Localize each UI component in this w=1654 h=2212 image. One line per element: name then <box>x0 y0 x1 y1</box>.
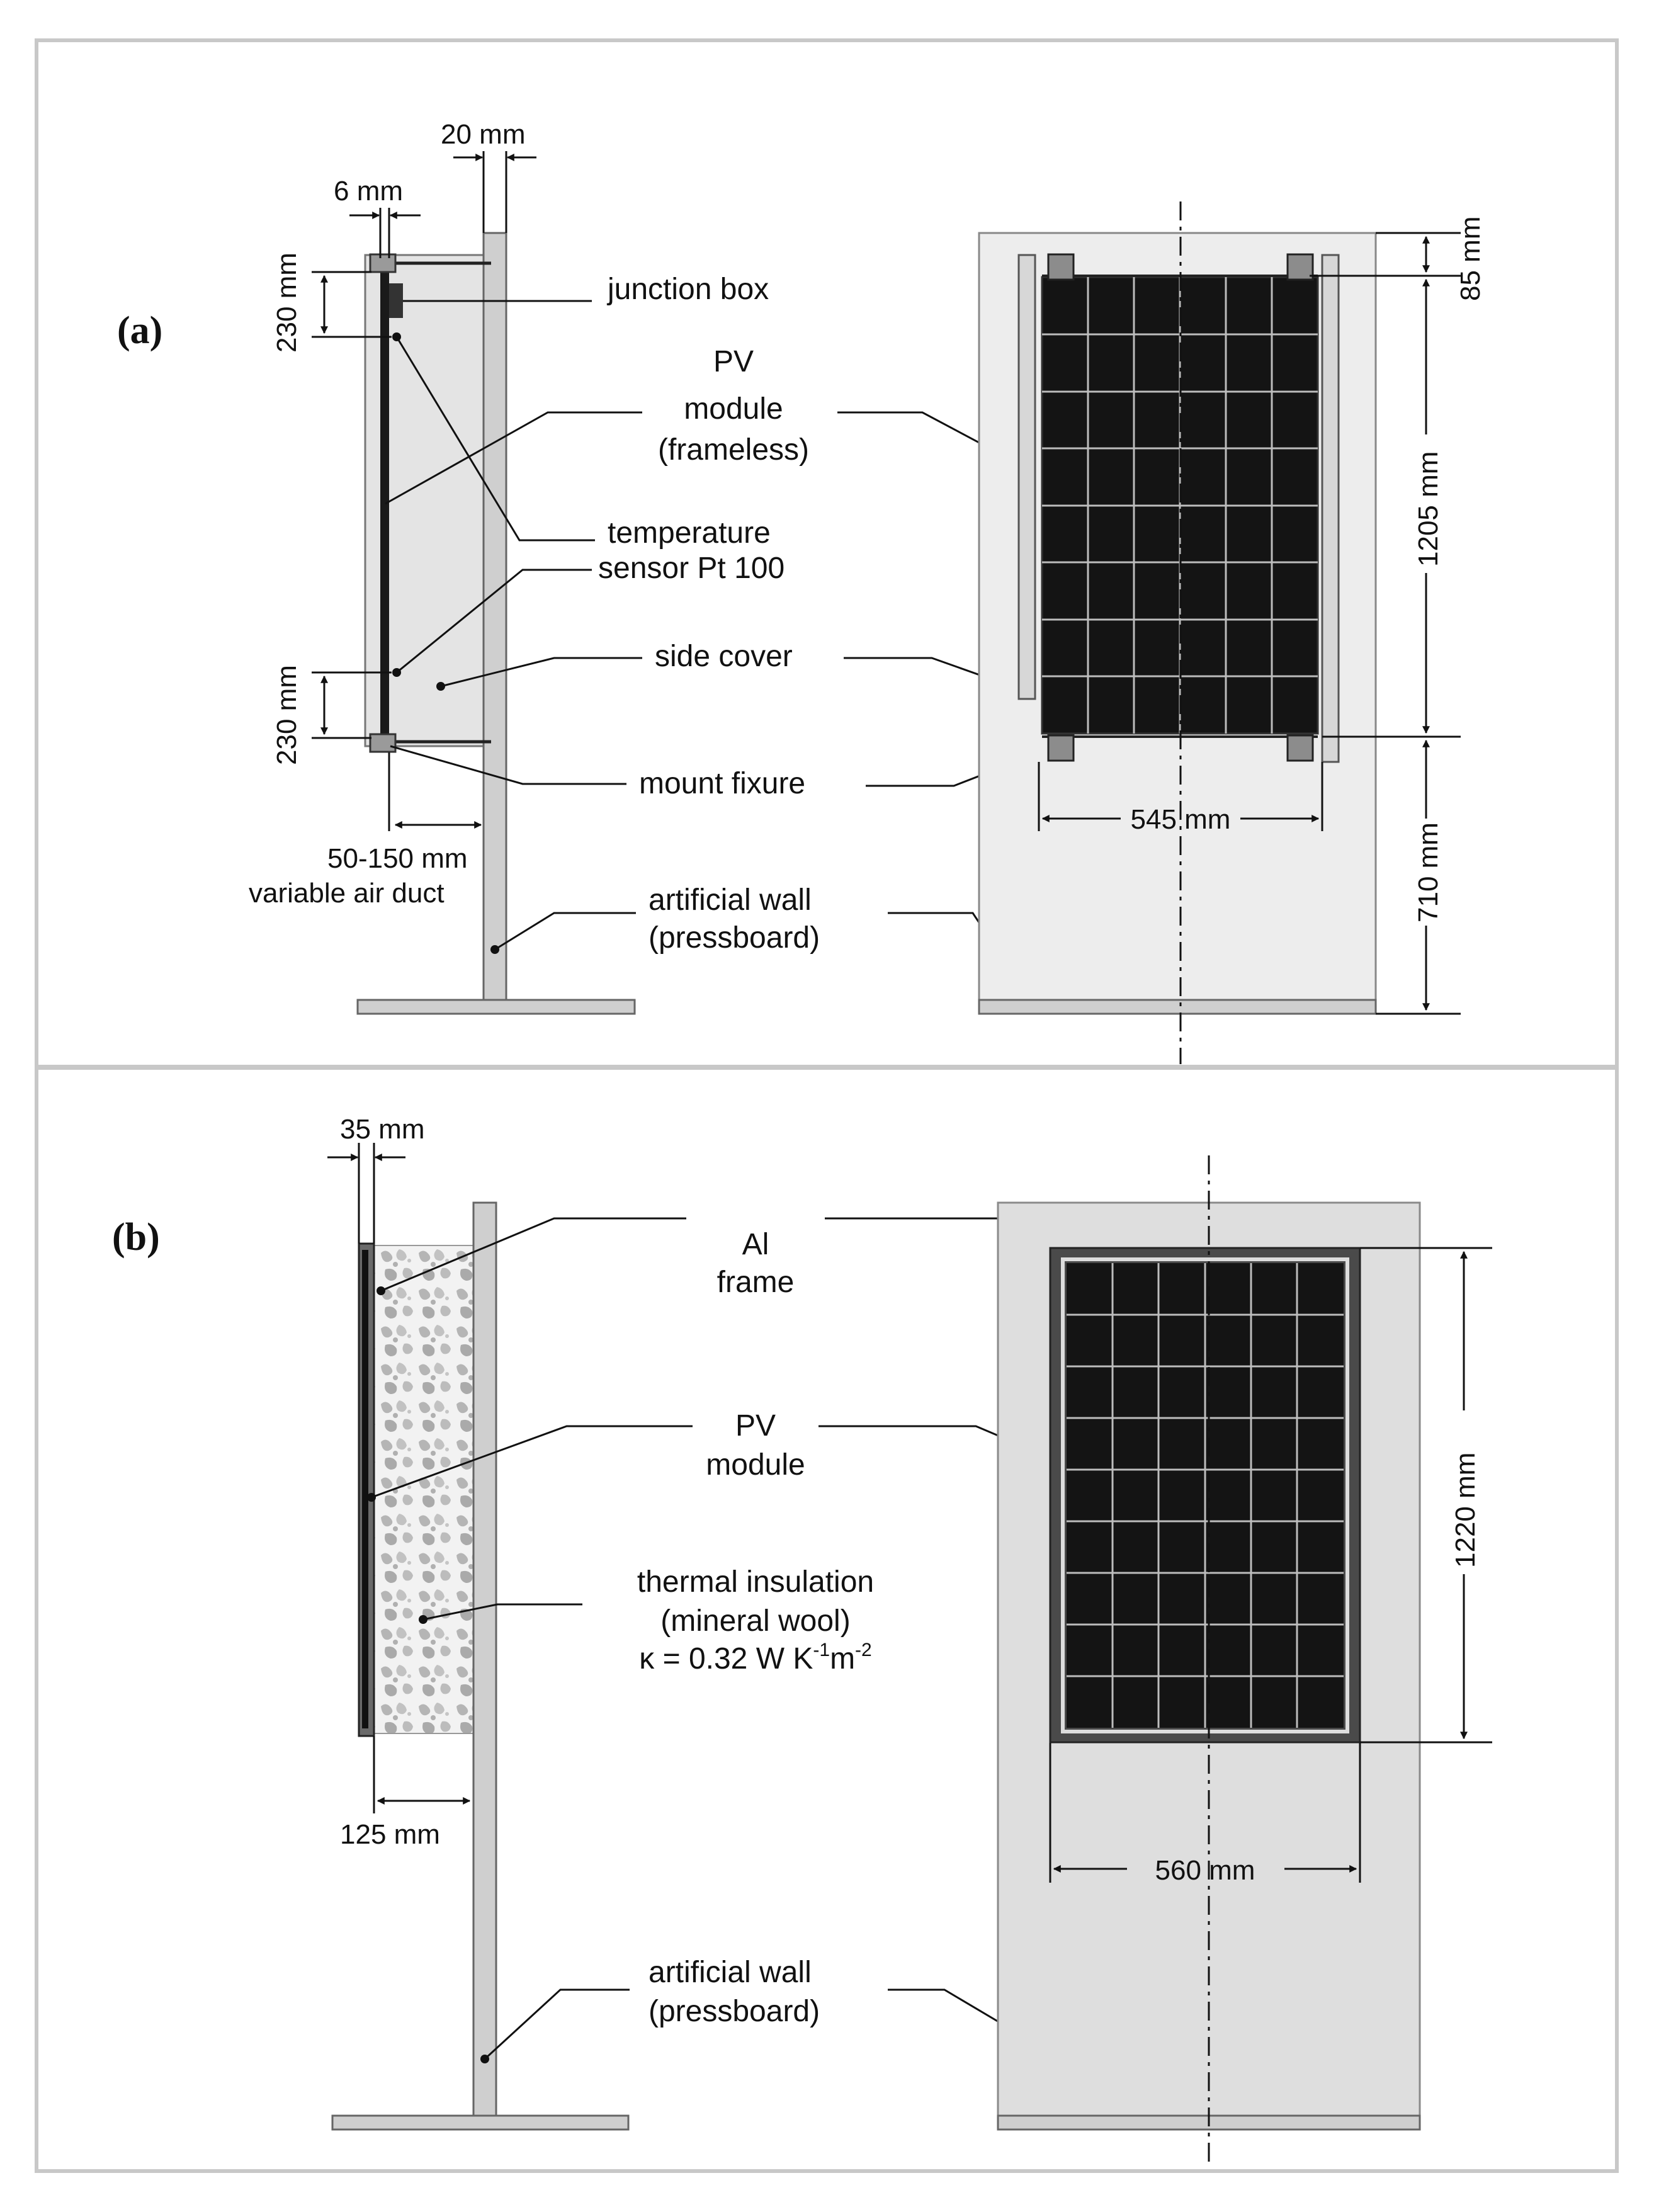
label-al-frame-1: Al <box>742 1228 769 1261</box>
pv-module-side <box>380 263 389 743</box>
label-insulation-3: κ = 0.32 W K-1m-2 <box>639 1640 871 1676</box>
dim-bottom-sensor: 230 mm <box>271 665 302 765</box>
side-rail-right <box>1321 254 1340 763</box>
panel-a-front-view: 545 mm 85 mm 1205 mm 710 mm <box>978 201 1486 1064</box>
panel-a-label: (a) <box>117 309 162 352</box>
dim-module-thickness: 35 mm <box>340 1114 424 1145</box>
dim-air-duct-caption: variable air duct <box>249 878 445 909</box>
clamp-bl <box>1047 734 1075 762</box>
label-wall-2: (pressboard) <box>649 921 820 955</box>
label-mount-fixture: mount fixure <box>639 767 805 800</box>
dim-gap: 6 mm <box>334 176 403 207</box>
label-temp-sensor-1: temperature <box>608 516 771 550</box>
wall-base-a <box>978 999 1377 1015</box>
al-frame-inner <box>1061 1257 1349 1733</box>
dim-width-a: 545 mm <box>1131 804 1231 835</box>
panel-a-labels: junction box PV module (frameless) tempe… <box>385 273 1092 960</box>
dim-top-a: 85 mm <box>1455 217 1486 301</box>
junction-box-side <box>389 283 403 318</box>
label-pv-module-3: (frameless) <box>658 433 809 467</box>
dim-width-b: 560 mm <box>1155 1855 1255 1886</box>
dim-height-b: 1220 mm <box>1450 1453 1481 1568</box>
mount-top <box>369 253 397 273</box>
panel-b-border <box>35 1066 1619 2173</box>
label-pv-module-b-1: PV <box>735 1409 776 1443</box>
mount-bottom <box>369 733 397 753</box>
label-side-cover: side cover <box>655 640 793 673</box>
pv-module-side-b <box>362 1250 368 1728</box>
label-temp-sensor-2: sensor Pt 100 <box>598 552 785 585</box>
clamp-br <box>1286 734 1314 762</box>
dim-wall-thickness: 20 mm <box>441 119 525 150</box>
panel-a-border <box>35 38 1619 1069</box>
label-pv-module-b-2: module <box>706 1448 805 1482</box>
dim-height-a: 1205 mm <box>1413 451 1444 567</box>
panel-b-side-view: 35 mm 125 mm <box>327 1114 630 2131</box>
wall-post-b <box>472 1201 497 2118</box>
wall-post-a <box>482 232 507 1002</box>
dim-bottom-a: 710 mm <box>1413 822 1444 922</box>
panel-a-side-view: 20 mm 6 mm 230 mm 230 mm 50-150 mm varia… <box>249 119 636 1015</box>
dim-top-sensor: 230 mm <box>271 252 302 353</box>
label-al-frame-2: frame <box>717 1266 795 1299</box>
insulation <box>372 1245 474 1734</box>
label-wall-b-2: (pressboard) <box>649 1995 820 2028</box>
side-rail-left <box>1017 254 1036 700</box>
label-wall-1: artificial wall <box>649 883 812 917</box>
dim-air-duct: 50-150 mm <box>327 843 468 874</box>
label-insulation-2: (mineral wool) <box>660 1604 850 1638</box>
label-insulation-1: thermal insulation <box>637 1565 874 1599</box>
dim-insulation: 125 mm <box>340 1819 440 1850</box>
panel-b-front-view: 560 mm 1220 mm <box>997 1155 1492 2166</box>
clamp-tr <box>1286 253 1314 281</box>
pv-grid-b <box>1067 1263 1344 1728</box>
label-pv-module-1: PV <box>713 345 754 378</box>
clamp-tl <box>1047 253 1075 281</box>
label-pv-module-2: module <box>684 392 783 426</box>
label-junction-box: junction box <box>606 273 769 306</box>
label-wall-b-1: artificial wall <box>649 1956 812 1989</box>
wall-foot-b <box>331 2114 630 2131</box>
wall-foot-a <box>356 999 636 1015</box>
panel-b-label: (b) <box>112 1216 160 1259</box>
